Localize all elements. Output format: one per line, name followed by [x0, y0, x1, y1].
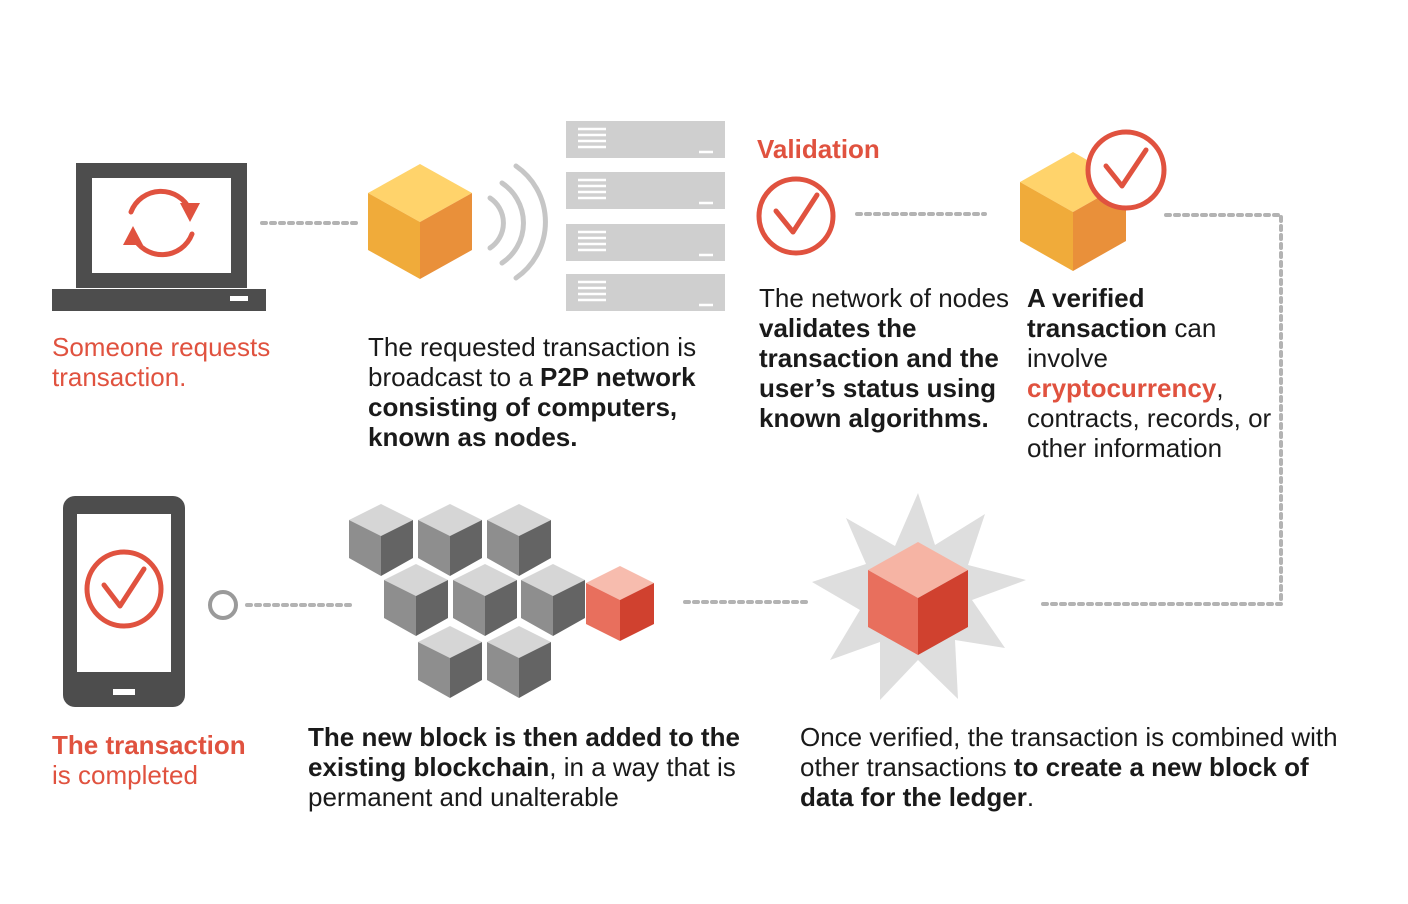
connector-3 — [1038, 213, 1283, 606]
blockchain-cubes-icon — [349, 504, 654, 698]
step1-caption: Someone requests transaction. — [52, 332, 271, 392]
step7-bold-text: The transaction — [52, 730, 246, 760]
step4-text-1: can involve — [1027, 313, 1217, 373]
step3-bold-text: validates the transaction and the user’s… — [759, 313, 999, 433]
step4-text-2: , contracts, records, or other informati… — [1027, 373, 1272, 463]
step5-description: Once verified, the transaction is combin… — [800, 722, 1340, 812]
connectors — [240, 212, 1283, 607]
step7-text: is completed — [52, 760, 198, 790]
laptop-refresh-icon — [52, 163, 266, 311]
step4-bold-text: A verified transaction — [1027, 283, 1168, 343]
step4-description: A verified transaction can involve crypt… — [1027, 283, 1277, 463]
step5-bold-text: to create a new block of data for the le… — [800, 752, 1309, 812]
step2-description: The requested transaction is broadcast t… — [368, 332, 740, 452]
step5-text: Once verified, the transaction is combin… — [800, 722, 1338, 782]
step6-text: , in a way that is permanent and unalter… — [308, 752, 736, 812]
cube-icon — [368, 164, 472, 279]
signal-waves-icon — [487, 163, 548, 281]
step3-text: The network of nodes — [759, 283, 1010, 313]
step2-text: The requested transaction is broadcast t… — [368, 332, 697, 392]
step6-bold-text: The new block is then added to the exist… — [308, 722, 740, 782]
connector-end-icon — [208, 590, 238, 620]
step4-highlight: cryptocurrency — [1027, 373, 1217, 403]
step6-description: The new block is then added to the exist… — [308, 722, 778, 812]
burst-cube-icon — [812, 493, 1026, 700]
step5-text-end: . — [1026, 782, 1035, 812]
step2-bold-text: P2P network consisting of computers, kno… — [368, 362, 696, 452]
server-stack-icon — [566, 121, 725, 311]
check-circle-icon — [756, 176, 836, 256]
phone-check-icon — [63, 496, 185, 707]
step3-description: The network of nodes validates the trans… — [759, 283, 1017, 433]
validation-title: Validation — [757, 134, 880, 164]
verified-cube-icon — [1020, 129, 1167, 271]
